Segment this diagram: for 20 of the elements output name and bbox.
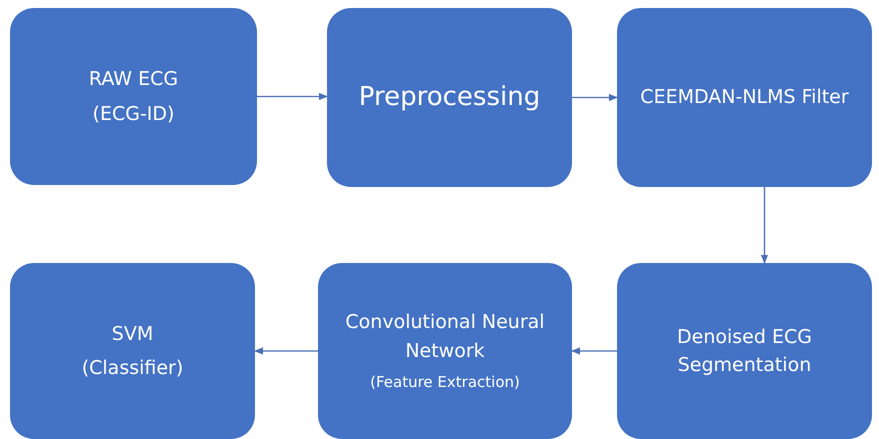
arrow <box>254 347 318 355</box>
node-text: RAW ECG <box>88 67 178 92</box>
node-text: Denoised ECG Segmentation <box>676 324 813 378</box>
arrow <box>572 94 618 102</box>
process-box <box>10 263 255 439</box>
arrow <box>257 92 328 100</box>
arrow <box>571 347 617 355</box>
node-text: (Feature Extraction) <box>370 372 520 394</box>
arrow <box>760 187 768 264</box>
process-box <box>617 8 872 187</box>
node-text: Preprocessing <box>358 81 540 114</box>
node-text: SVM <box>112 322 154 346</box>
node-text: CEEMDAN-NLMS Filter <box>640 85 849 110</box>
process-box <box>10 8 257 185</box>
node-text: Convolutional Neural Network <box>344 310 546 364</box>
node-text: (ECG-ID) <box>92 102 174 126</box>
process-box <box>327 8 572 187</box>
node-text: (Classifier) <box>82 356 184 381</box>
process-box <box>617 263 872 439</box>
process-box <box>318 263 572 439</box>
